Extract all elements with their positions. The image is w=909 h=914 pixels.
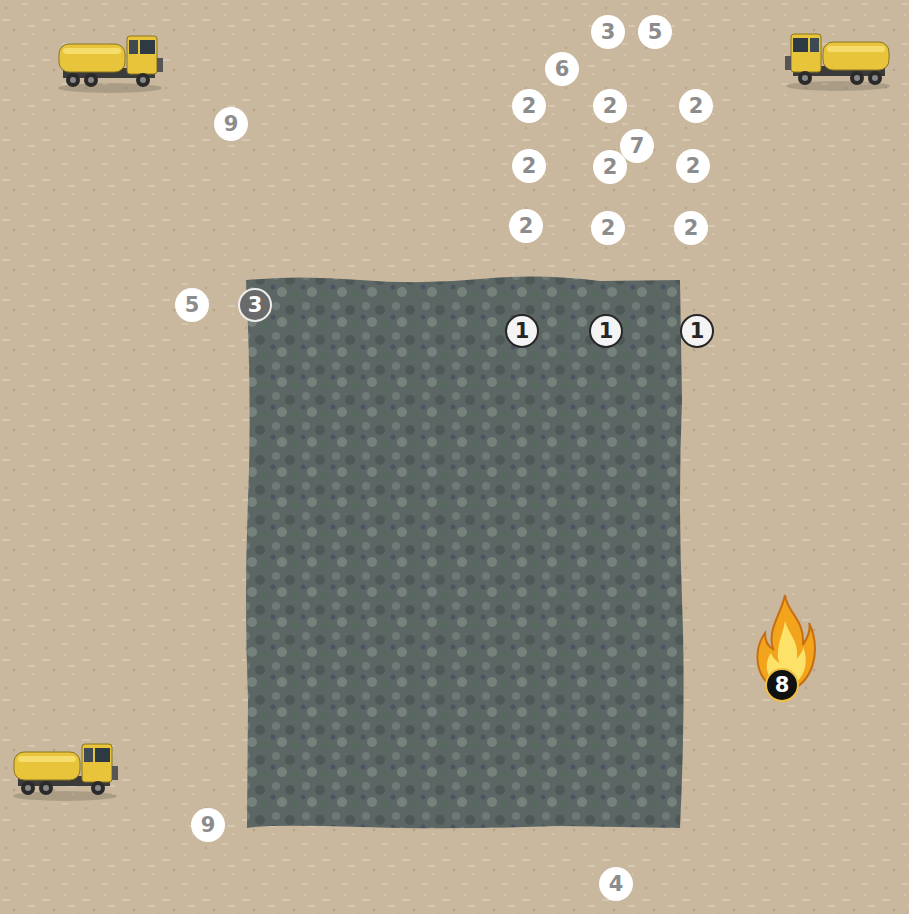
callout-text: 2 (522, 156, 537, 177)
callout-text: 2 (684, 218, 699, 239)
callout-text: 5 (185, 295, 200, 316)
callout-text: 4 (609, 874, 624, 895)
callout-number: 2 (679, 89, 713, 123)
callout-text: 2 (603, 96, 618, 117)
callout-text: 9 (201, 815, 216, 836)
callout-number: 9 (191, 808, 225, 842)
callout-number: 7 (620, 129, 654, 163)
callout-number: 8 (765, 668, 799, 702)
callout-text: 3 (248, 295, 263, 316)
callout-number: 2 (512, 89, 546, 123)
callout-text: 2 (603, 157, 618, 178)
callout-number: 2 (674, 211, 708, 245)
callout-text: 1 (515, 321, 530, 342)
callout-text: 1 (599, 321, 614, 342)
callout-number: 3 (238, 288, 272, 322)
callout-text: 9 (224, 114, 239, 135)
callout-text: 1 (690, 321, 705, 342)
callout-number: 6 (545, 52, 579, 86)
callout-number: 2 (509, 209, 543, 243)
callout-number: 2 (593, 89, 627, 123)
callout-number: 2 (593, 150, 627, 184)
callout-text: 2 (519, 216, 534, 237)
callout-number: 2 (512, 149, 546, 183)
callout-text: 2 (522, 96, 537, 117)
callout-text: 2 (686, 156, 701, 177)
callout-text: 5 (648, 22, 663, 43)
callout-number: 1 (505, 314, 539, 348)
callout-number: 2 (676, 149, 710, 183)
callout-number: 9 (214, 107, 248, 141)
callout-number: 5 (638, 15, 672, 49)
callout-number: 1 (680, 314, 714, 348)
callout-text: 6 (555, 59, 570, 80)
callout-number: 1 (589, 314, 623, 348)
callout-number: 4 (599, 867, 633, 901)
callout-number: 2 (591, 211, 625, 245)
callout-number: 3 (591, 15, 625, 49)
callout-text: 2 (601, 218, 616, 239)
callout-text: 7 (630, 136, 645, 157)
callout-text: 2 (689, 96, 704, 117)
callout-number: 5 (175, 288, 209, 322)
callout-text: 8 (775, 675, 790, 696)
callout-text: 3 (601, 22, 616, 43)
